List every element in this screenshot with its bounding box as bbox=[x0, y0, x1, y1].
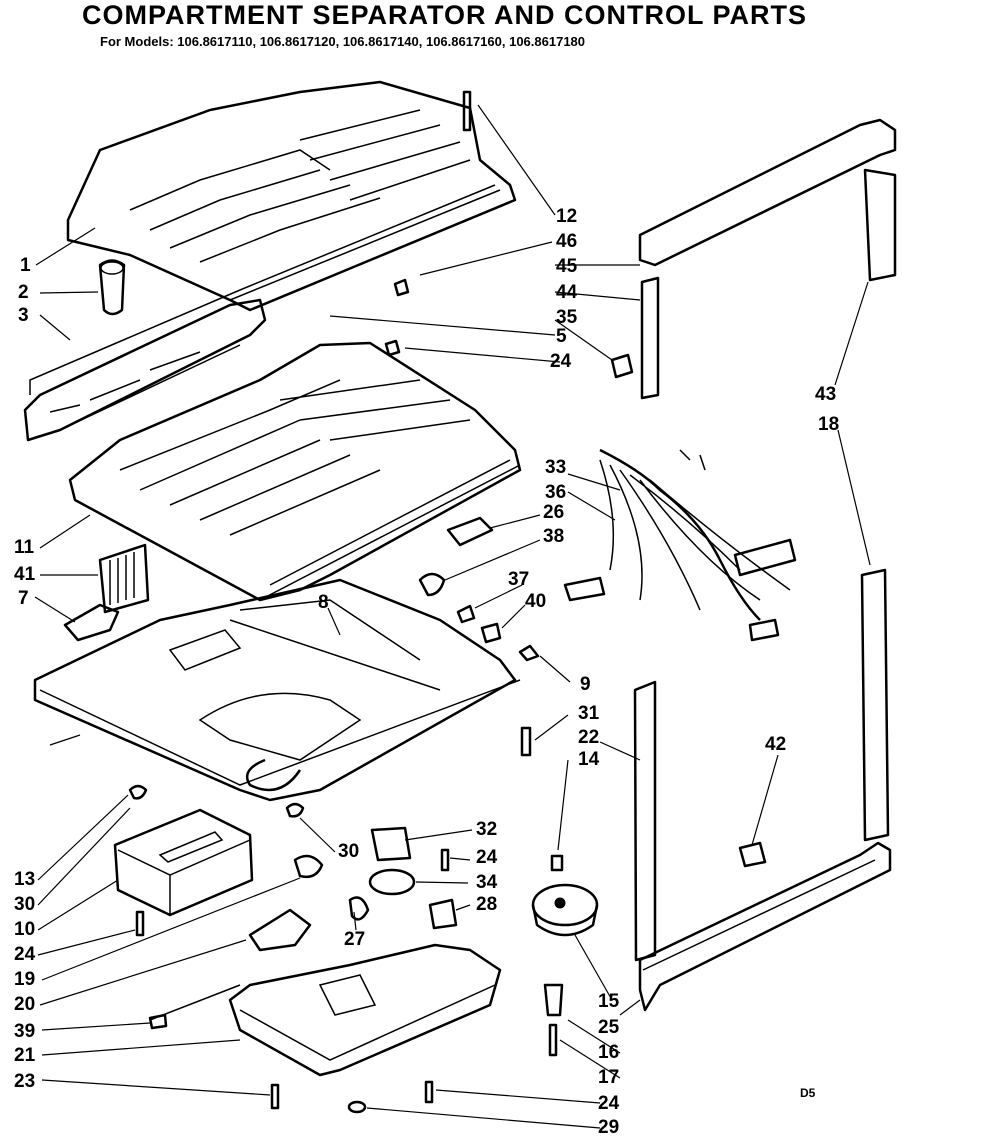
wire-harness-part bbox=[563, 448, 797, 642]
callout-24: 24 bbox=[14, 944, 36, 965]
callout-25: 25 bbox=[598, 1017, 620, 1038]
callout-30: 30 bbox=[14, 894, 36, 915]
callout-26: 26 bbox=[543, 502, 565, 523]
callout-31: 31 bbox=[578, 703, 600, 724]
callout-5: 5 bbox=[556, 326, 567, 347]
callout-9: 9 bbox=[580, 674, 591, 695]
drawing-code: D5 bbox=[800, 1086, 816, 1100]
bottom-separator-part bbox=[33, 578, 521, 802]
callout-28: 28 bbox=[476, 894, 498, 915]
callout-16: 16 bbox=[598, 1042, 620, 1063]
model-list: For Models: 106.8617110, 106.8617120, 10… bbox=[100, 34, 586, 49]
callout-36: 36 bbox=[545, 482, 567, 503]
callout-32: 32 bbox=[476, 819, 498, 840]
callout-7: 7 bbox=[18, 588, 29, 609]
callout-11: 11 bbox=[14, 537, 35, 558]
callout-10: 10 bbox=[14, 919, 36, 940]
callout-40: 40 bbox=[525, 591, 547, 612]
callout-45: 45 bbox=[556, 256, 578, 277]
callout-3: 3 bbox=[18, 305, 29, 326]
callout-33: 33 bbox=[545, 457, 567, 478]
control-housing-part bbox=[113, 808, 254, 917]
top-cover-part bbox=[66, 80, 517, 312]
insert-part bbox=[98, 259, 126, 316]
callout-46: 46 bbox=[556, 231, 578, 252]
housing-bottom-part bbox=[228, 943, 502, 1077]
callout-35: 35 bbox=[556, 307, 578, 328]
callout-44: 44 bbox=[556, 282, 578, 303]
callout-22: 22 bbox=[578, 727, 600, 748]
callout-37: 37 bbox=[508, 569, 530, 590]
callout-41: 41 bbox=[14, 564, 36, 585]
callout-38: 38 bbox=[543, 526, 565, 547]
callout-24: 24 bbox=[550, 351, 572, 372]
small-parts bbox=[128, 90, 767, 1114]
bracket-part bbox=[63, 543, 150, 642]
callout-27: 27 bbox=[344, 929, 366, 950]
callout-20: 20 bbox=[14, 994, 36, 1015]
callout-34: 34 bbox=[476, 872, 498, 893]
callout-21: 21 bbox=[14, 1045, 36, 1066]
callout-2: 2 bbox=[18, 282, 29, 303]
leader-lines bbox=[34, 104, 871, 1129]
callout-18: 18 bbox=[818, 414, 840, 435]
callout-14: 14 bbox=[578, 749, 600, 770]
callout-39: 39 bbox=[14, 1021, 36, 1042]
callout-42: 42 bbox=[765, 734, 787, 755]
callout-43: 43 bbox=[815, 384, 837, 405]
callout-13: 13 bbox=[14, 869, 36, 890]
middle-tray-part bbox=[68, 341, 522, 602]
rail-part bbox=[23, 289, 267, 442]
callout-12: 12 bbox=[556, 206, 578, 227]
callout-15: 15 bbox=[598, 991, 620, 1012]
thermostat-parts bbox=[149, 826, 599, 1057]
callout-23: 23 bbox=[14, 1071, 36, 1092]
diagram-title: COMPARTMENT SEPARATOR AND CONTROL PARTS bbox=[82, 0, 807, 30]
callout-24: 24 bbox=[476, 847, 498, 868]
callout-30: 30 bbox=[338, 841, 360, 862]
callout-8: 8 bbox=[318, 592, 329, 613]
callout-24: 24 bbox=[598, 1093, 620, 1114]
callout-19: 19 bbox=[14, 969, 36, 990]
callout-1: 1 bbox=[20, 255, 31, 276]
breaker-strip-parts bbox=[633, 118, 897, 1012]
callout-29: 29 bbox=[598, 1117, 620, 1138]
callout-17: 17 bbox=[598, 1067, 620, 1088]
